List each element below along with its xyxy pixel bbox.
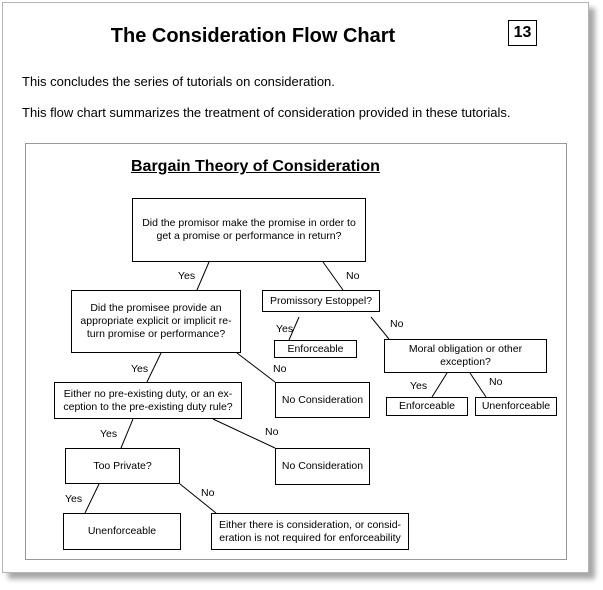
tutorial-page: The Consideration Flow Chart 13 This con… [2, 2, 589, 573]
result-no-consideration-node: No Consideration [275, 448, 370, 485]
edge-private-no [179, 483, 217, 514]
result-consideration-node: Either there is consideration, or consid… [211, 513, 409, 550]
edge-label-no: No [346, 270, 360, 282]
page-number-badge: 13 [508, 20, 537, 46]
edge-label-no: No [489, 376, 503, 388]
question-preexisting-duty-node: Either no pre-existing duty, or an ex-ce… [54, 382, 242, 419]
question-return-promise-node: Did the promisee provide an appropriate … [71, 290, 241, 353]
edge-label-no: No [201, 487, 215, 499]
edge-private-yes [84, 483, 100, 514]
result-unenforceable-node: Unenforceable [63, 513, 181, 550]
result-no-consideration-node: No Consideration [275, 382, 370, 418]
flow-chart-panel: Bargain Theory of Consideration Did the … [25, 143, 567, 560]
edge-label-no: No [273, 363, 287, 375]
edge-label-yes: Yes [131, 363, 149, 375]
flow-chart-title: Bargain Theory of Consideration [131, 158, 380, 175]
edge-estoppel-yes [288, 316, 300, 341]
question-promissory-estoppel-node: Promissory Estoppel? [262, 290, 380, 312]
edge-label-yes: Yes [178, 270, 196, 282]
edge-duty-no [212, 418, 276, 449]
question-moral-obligation-node: Moral obligation or other exception? [384, 339, 547, 373]
intro-text-2: This flow chart summarizes the treatment… [22, 105, 511, 120]
edge-estoppel-no [370, 316, 390, 340]
edge-moral-yes [431, 372, 448, 398]
result-unenforceable-node: Unenforceable [475, 397, 557, 416]
question-too-private-node: Too Private? [65, 448, 180, 484]
result-enforceable-node: Enforceable [274, 340, 357, 358]
edge-label-yes: Yes [65, 493, 83, 505]
edge-label-yes: Yes [100, 428, 118, 440]
result-enforceable-node: Enforceable [386, 397, 468, 416]
flow-chart-connectors [84, 261, 487, 514]
edge-duty-yes [120, 418, 134, 449]
edge-label-no: No [390, 318, 404, 330]
edge-label-no: No [265, 426, 279, 438]
edge-label-yes: Yes [276, 323, 294, 335]
edge-promise-no [322, 261, 344, 291]
edge-return-no [236, 352, 276, 383]
edge-promise-yes [196, 261, 210, 291]
edge-label-yes: Yes [410, 380, 428, 392]
question-bargain-node: Did the promisor make the promise in ord… [132, 198, 366, 262]
page-title: The Consideration Flow Chart [110, 25, 396, 47]
edge-return-yes [146, 352, 162, 383]
intro-text-1: This concludes the series of tutorials o… [22, 74, 335, 89]
edge-moral-no [469, 372, 487, 398]
